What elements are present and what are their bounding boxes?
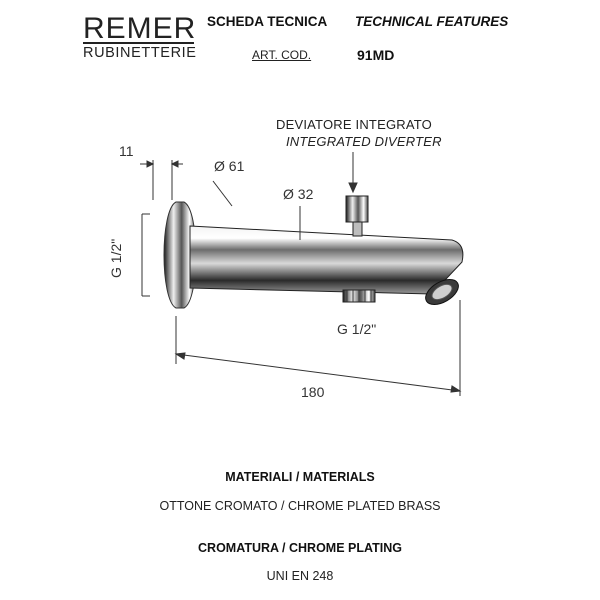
diverter-label-italian: DEVIATORE INTEGRATO xyxy=(276,117,432,132)
dimension-180-lines xyxy=(174,300,462,396)
thread-left-label: G 1/2" xyxy=(108,238,124,278)
dimension-d61-leader xyxy=(212,180,233,207)
plating-value: UNI EN 248 xyxy=(266,569,334,583)
diverter-arrow xyxy=(348,152,358,194)
brand-divider xyxy=(83,42,194,44)
dimension-d61-label: Ø 61 xyxy=(214,158,245,174)
diverter-knob xyxy=(345,195,369,237)
spout-body xyxy=(189,225,464,295)
diverter-label-english: INTEGRATED DIVERTER xyxy=(286,134,442,149)
article-code-label: ART. COD. xyxy=(252,48,312,62)
spout-outlet xyxy=(425,279,459,305)
brand-logo-text: REMER xyxy=(83,12,197,45)
dimension-d32-label: Ø 32 xyxy=(283,186,314,202)
thread-left-bracket xyxy=(141,213,150,297)
wall-rosette xyxy=(163,201,197,309)
title-italian: SCHEDA TECNICA xyxy=(207,14,328,29)
article-code-value: 91MD xyxy=(357,47,395,63)
dimension-11-label: 11 xyxy=(119,143,134,159)
brand-subtitle: RUBINETTERIE xyxy=(83,45,197,61)
dimension-180-label: 180 xyxy=(301,384,325,400)
materials-value: OTTONE CROMATO / CHROME PLATED BRASS xyxy=(159,499,441,513)
thread-bottom-label: G 1/2" xyxy=(337,321,377,337)
title-english: TECHNICAL FEATURES xyxy=(355,14,509,29)
plating-title: CROMATURA / CHROME PLATING xyxy=(198,541,402,555)
bottom-thread-connector xyxy=(342,289,376,303)
materials-title: MATERIALI / MATERIALS xyxy=(225,470,375,484)
dimension-11-lines xyxy=(140,160,183,200)
